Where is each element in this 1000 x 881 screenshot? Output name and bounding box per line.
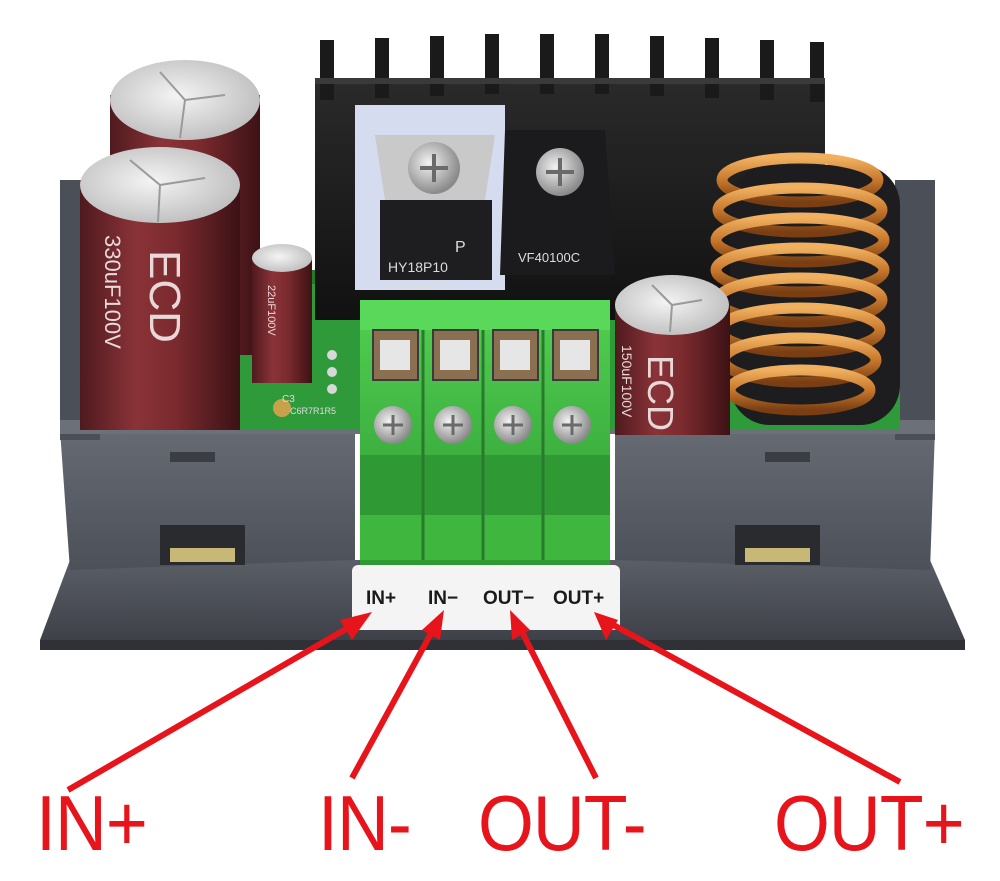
- callout-label-in-plus: IN+: [36, 779, 148, 867]
- pcb-marks-label: C6R7R1R5: [290, 406, 336, 416]
- arrow-in-minus-head: [422, 610, 444, 640]
- mosfet: P HY18P10 VA003S32 G: [355, 105, 505, 293]
- sticker-label-out-plus: OUT+: [553, 588, 605, 609]
- arrow-out-plus-head: [594, 612, 618, 640]
- diode-part: VF40100C: [518, 250, 580, 265]
- capacitor-large-front: ECD 330uF100V: [80, 147, 240, 430]
- capacitor-rating-large: 330uF100V: [100, 235, 125, 349]
- terminal-block[interactable]: [360, 300, 610, 565]
- diode: VF40100C: [500, 130, 615, 275]
- mosfet-part: HY18P10: [388, 259, 448, 275]
- capacitor-medium: ECD 150uF100V: [615, 275, 730, 435]
- capacitor-rating-small: 150uF100V: [619, 345, 635, 418]
- capacitor-medium-brand: ECD: [640, 355, 681, 431]
- terminal-sticker: [352, 565, 620, 630]
- arrow-in-minus: [349, 626, 437, 780]
- arrow-out-minus-head: [510, 610, 530, 640]
- arrow-out-minus: [517, 626, 599, 780]
- mosfet-code: VA003S32 G: [386, 281, 449, 293]
- arrow-out-plus: [606, 619, 902, 785]
- callout-arrows: [66, 610, 902, 793]
- callout-label-in-minus: IN-: [318, 779, 412, 867]
- mosfet-brand: P: [455, 239, 466, 256]
- capacitor-rating-tiny: 22uF100V: [265, 285, 277, 336]
- capacitor-small: 22uF100V: [252, 244, 312, 383]
- arrow-in-plus-head: [340, 612, 372, 640]
- sticker-label-out-minus: OUT−: [483, 588, 535, 609]
- arrow-in-plus: [66, 619, 360, 793]
- pcb-c3-label: C3: [282, 394, 295, 405]
- inductor-coil: [710, 152, 900, 425]
- sticker-label-in-plus: IN+: [366, 588, 397, 609]
- callout-label-out-plus: OUT+: [774, 779, 965, 867]
- callout-label-out-minus: OUT-: [478, 779, 647, 867]
- sticker-label-in-minus: IN−: [428, 588, 459, 609]
- capacitor-brand: ECD: [140, 250, 189, 343]
